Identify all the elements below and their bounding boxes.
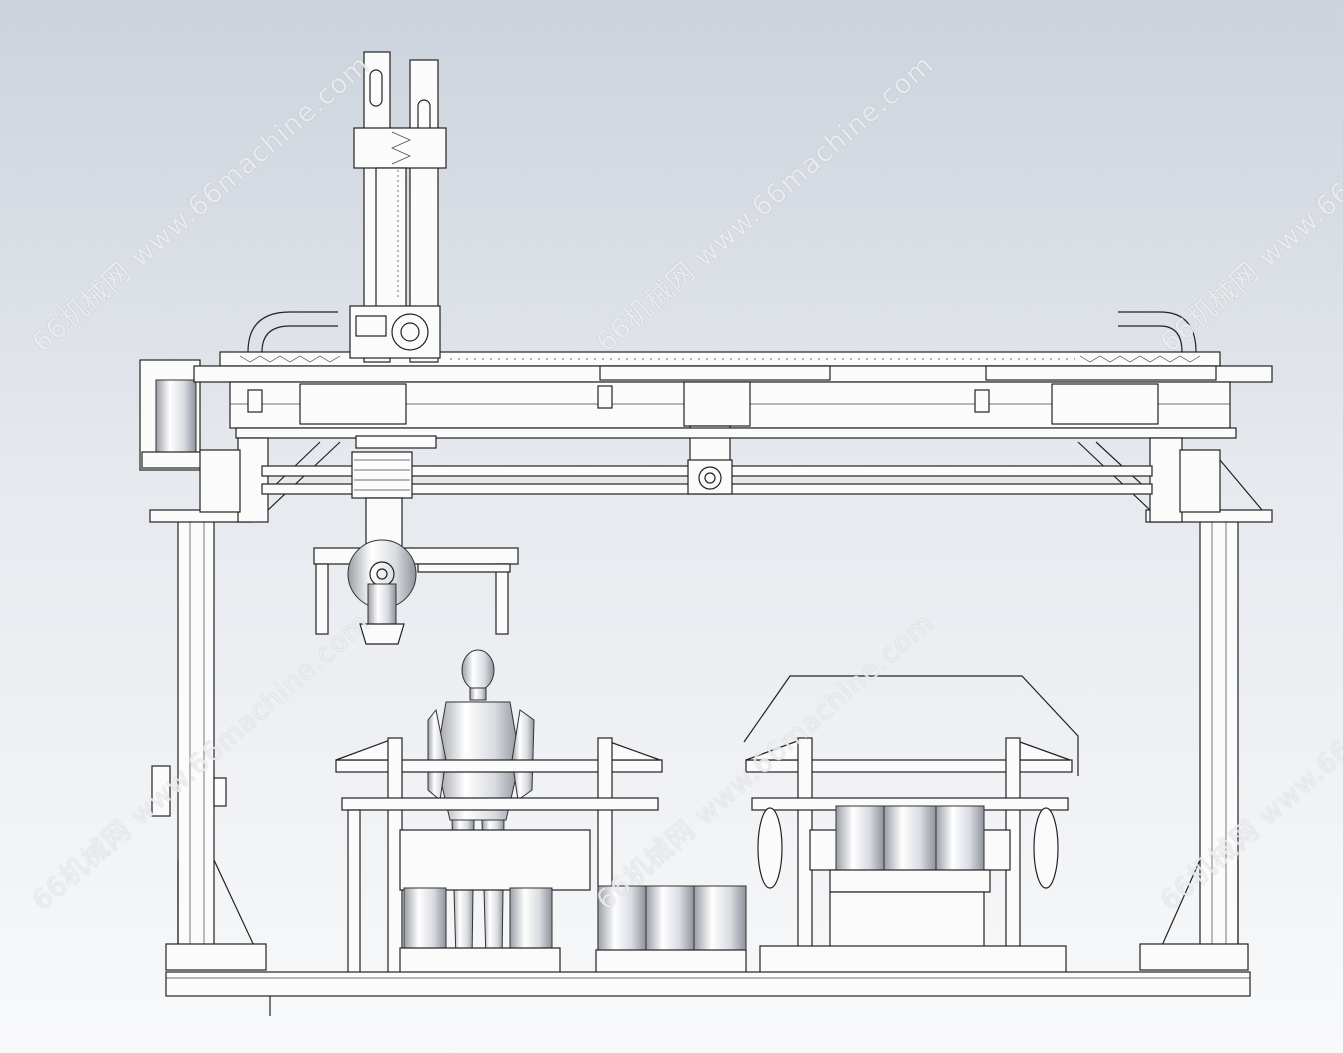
- gantry-top-frame: [193, 311, 1273, 523]
- left-pallet-station: [335, 737, 747, 975]
- base-plate: [165, 971, 1251, 1016]
- right-column: [1139, 509, 1273, 971]
- gripper-head: [313, 539, 519, 645]
- z-axis-column: [349, 51, 447, 551]
- left-column: [139, 359, 267, 971]
- right-pallet-station: [743, 675, 1079, 975]
